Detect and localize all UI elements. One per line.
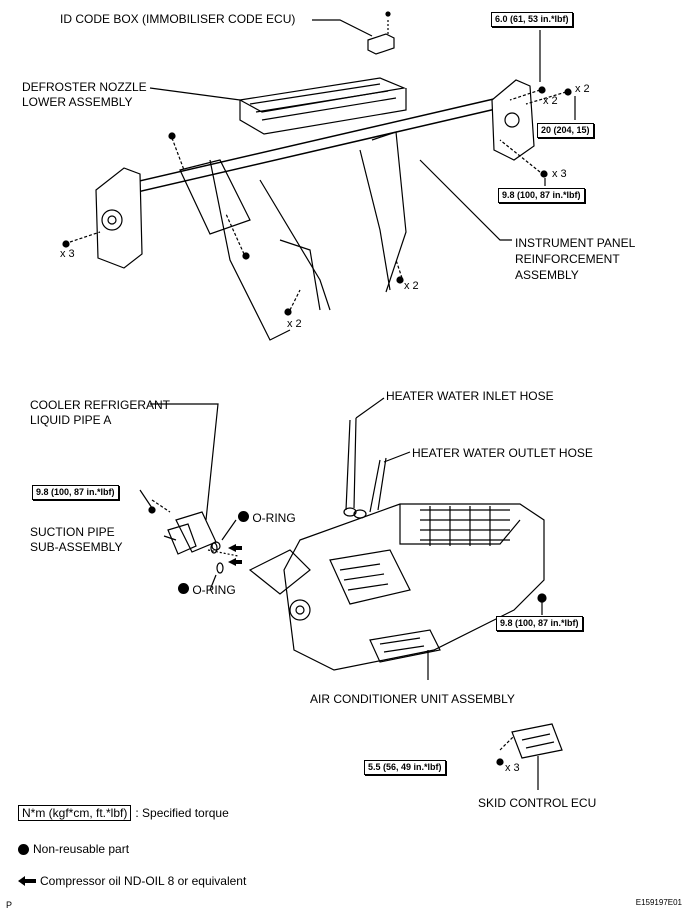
oring-top-label: O-RING <box>238 511 296 526</box>
suction-pipe-label-line2: SUB-ASSEMBLY <box>30 540 123 554</box>
cooler-pipe-label-line1: COOLER REFRIGERANT <box>30 398 171 412</box>
skid-control-ecu-label: SKID CONTROL ECU <box>478 796 597 810</box>
quantity-label: x 2 <box>404 280 419 292</box>
quantity-label: x 2 <box>543 95 558 107</box>
legend-torque: N*m (kgf*cm, ft.*lbf) : Specified torque <box>18 805 229 821</box>
legend-compressor-oil-text: Compressor oil ND-OIL 8 or equivalent <box>40 874 247 888</box>
heater-inlet-hose-label: HEATER WATER INLET HOSE <box>386 389 554 403</box>
non-reusable-dot-icon <box>178 583 189 594</box>
arrow-left-icon <box>18 876 36 886</box>
footer-left-code: P <box>6 900 13 910</box>
suction-pipe-label-line1: SUCTION PIPE <box>30 525 115 539</box>
cooler-pipe-label-line2: LIQUID PIPE A <box>30 413 112 427</box>
torque-box: 9.8 (100, 87 in.*lbf) <box>496 616 583 631</box>
non-reusable-dot-icon <box>238 511 249 522</box>
oring-bottom-label: O-RING <box>178 583 236 598</box>
legend-nonreusable: Non-reusable part <box>18 842 129 856</box>
id-code-box-label: ID CODE BOX (IMMOBILISER CODE ECU) <box>60 12 296 26</box>
non-reusable-dot-icon <box>18 843 29 855</box>
oring-top-text: O-RING <box>252 511 296 525</box>
quantity-label: x 3 <box>60 248 75 260</box>
torque-box: 20 (204, 15) <box>537 123 594 138</box>
defroster-nozzle-label-line2: LOWER ASSEMBLY <box>22 95 133 109</box>
heater-outlet-hose-label: HEATER WATER OUTLET HOSE <box>412 446 593 460</box>
ip-reinforcement-label-line2: REINFORCEMENT <box>515 252 620 266</box>
defroster-nozzle-label-line1: DEFROSTER NOZZLE <box>22 80 147 94</box>
ip-reinforcement-label-line1: INSTRUMENT PANEL <box>515 236 636 250</box>
legend-torque-text: : Specified torque <box>135 806 229 820</box>
footer-figure-id: E159197E01 <box>635 898 682 907</box>
legend-nonreusable-text: Non-reusable part <box>33 842 130 856</box>
torque-box: 5.5 (56, 49 in.*lbf) <box>364 760 446 775</box>
legend-compressor-oil: Compressor oil ND-OIL 8 or equivalent <box>18 874 246 888</box>
torque-box: 9.8 (100, 87 in.*lbf) <box>498 188 585 203</box>
quantity-label: x 3 <box>505 762 520 774</box>
quantity-label: x 2 <box>575 83 590 95</box>
legend-torque-box: N*m (kgf*cm, ft.*lbf) <box>18 805 132 821</box>
ip-reinforcement-label-line3: ASSEMBLY <box>515 268 579 282</box>
quantity-label: x 3 <box>552 168 567 180</box>
oring-bottom-text: O-RING <box>192 583 236 597</box>
torque-box: 9.8 (100, 87 in.*lbf) <box>32 485 119 500</box>
torque-box: 6.0 (61, 53 in.*lbf) <box>491 12 573 27</box>
ac-unit-label: AIR CONDITIONER UNIT ASSEMBLY <box>310 692 515 706</box>
quantity-label: x 2 <box>287 318 302 330</box>
